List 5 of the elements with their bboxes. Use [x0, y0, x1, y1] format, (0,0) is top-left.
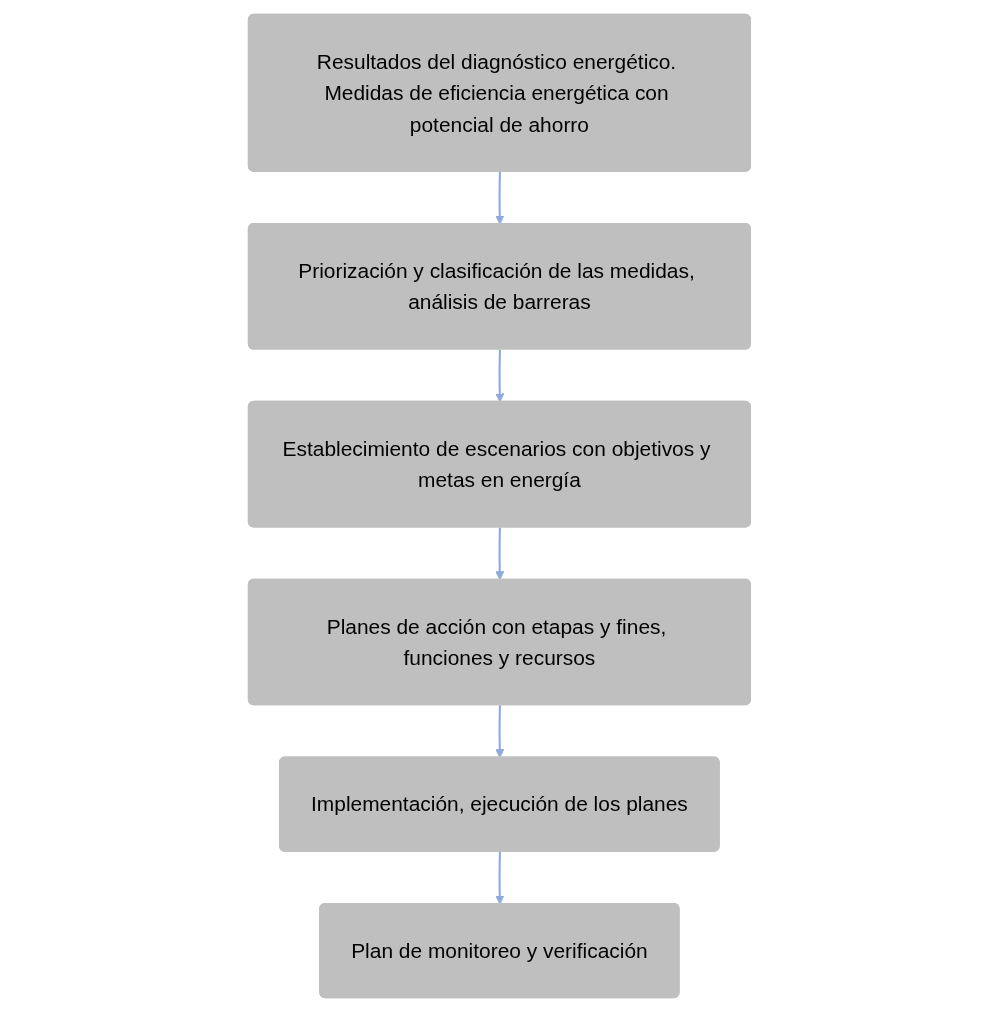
- arrow: [494, 349, 504, 403]
- arrow: [494, 171, 504, 225]
- arrow: [494, 851, 504, 905]
- arrow: [494, 527, 504, 581]
- arrow: [494, 705, 504, 758]
